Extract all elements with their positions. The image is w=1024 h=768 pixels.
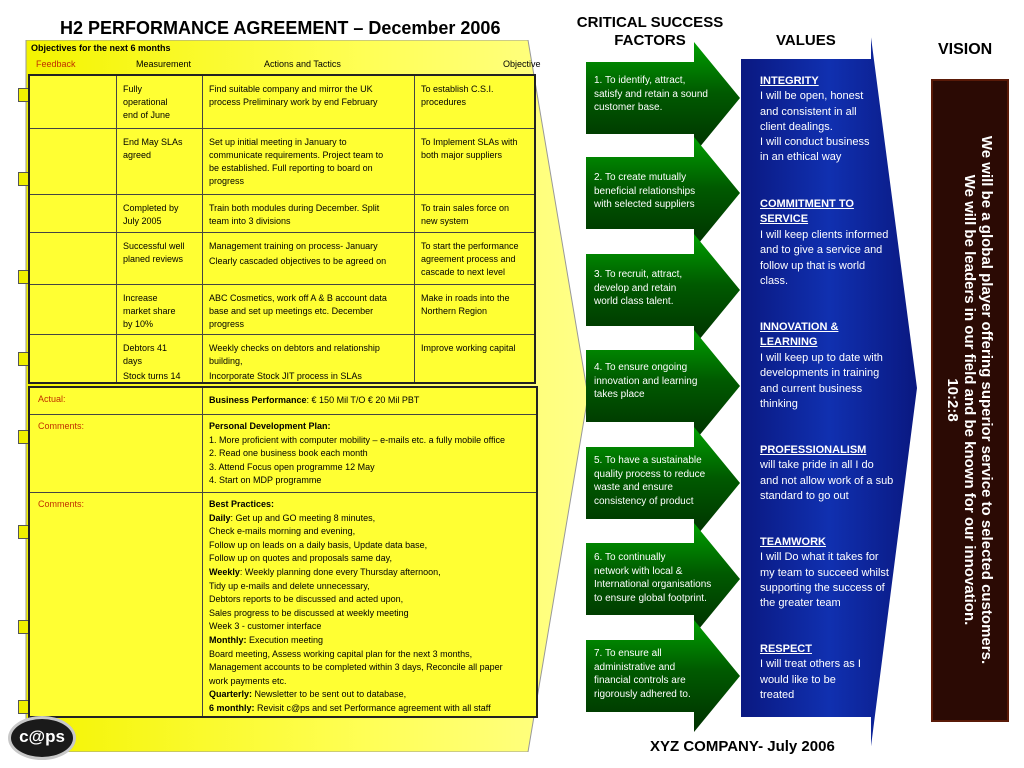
business-performance: Business Performance: € 150 Mil T/O € 20… (202, 388, 536, 414)
page-title: H2 PERFORMANCE AGREEMENT – December 2006 (60, 18, 501, 38)
actual-label: Actual: (38, 394, 66, 404)
csf-item-3: 3. To recruit, attract,develop and retai… (594, 269, 683, 307)
feedback-cell (30, 76, 116, 128)
feedback-cell (30, 195, 116, 232)
caps-logo: c@ps (8, 716, 76, 760)
values-title: VALUES (776, 32, 836, 49)
vision-statement: We will be a global player offering supe… (944, 135, 995, 665)
csf-arrow-1 (586, 42, 740, 154)
vision-panel (931, 79, 1009, 722)
objective-cell: Improve working capital (414, 335, 534, 382)
column-header-objective: Objective (503, 59, 541, 69)
comments-label: Comments: (38, 499, 85, 509)
actions-cell: Train both modules during December. Spli… (202, 195, 414, 232)
value-innovation: INNOVATION & LEARNING (760, 321, 839, 349)
feedback-cell (30, 335, 116, 382)
footer-company: XYZ COMPANY- July 2006 (650, 738, 835, 755)
feedback-cell (30, 285, 116, 334)
csf-arrow-3 (586, 234, 740, 346)
objective-cell: To establish C.S.I.procedures (414, 76, 534, 128)
feedback-cell (30, 233, 116, 284)
actions-cell: ABC Cosmetics, work off A & B account da… (202, 285, 414, 334)
objectives-label: Objectives for the next 6 months (31, 43, 171, 53)
csf-arrow-4 (586, 330, 740, 442)
csf-arrow-6 (586, 523, 740, 635)
feedback-cell (30, 129, 116, 194)
value-commitment: COMMITMENT TO SERVICE (760, 198, 854, 226)
values-arrow-shape (740, 22, 920, 762)
csf-title: CRITICAL SUCCESS FACTORS (576, 14, 724, 49)
actual-row: Actual: Business Performance: € 150 Mil … (30, 388, 536, 414)
column-header-feedback: Feedback (36, 59, 76, 69)
csf-arrow-7 (586, 620, 740, 732)
comments-label: Comments: (38, 421, 85, 431)
column-header-measurement: Measurement (136, 59, 192, 69)
csf-arrow-2 (586, 137, 740, 249)
table-header: Objectives for the next 6 months Feedbac… (26, 42, 541, 74)
csf-arrow-5 (586, 427, 740, 539)
column-header-actions: Actions and Tactics (264, 59, 341, 69)
personal-development-plan: Personal Development Plan: 1. More profi… (202, 415, 536, 492)
review-table: Actual: Business Performance: € 150 Mil … (28, 386, 538, 718)
vision-title: VISION (938, 41, 993, 58)
value-professionalism: PROFESSIONALISM will take pride in all I… (760, 444, 894, 502)
pdp-row: Comments: Personal Development Plan: 1. … (30, 414, 536, 492)
best-practices: Best Practices: Daily: Get up and GO mee… (202, 493, 536, 716)
actions-cell: Weekly checks on debtors and relationshi… (202, 335, 414, 382)
best-practices-row: Comments: Best Practices: Daily: Get up … (30, 492, 536, 716)
csf-item-1: 1. To identify, attract,satisfy and reta… (594, 75, 708, 113)
